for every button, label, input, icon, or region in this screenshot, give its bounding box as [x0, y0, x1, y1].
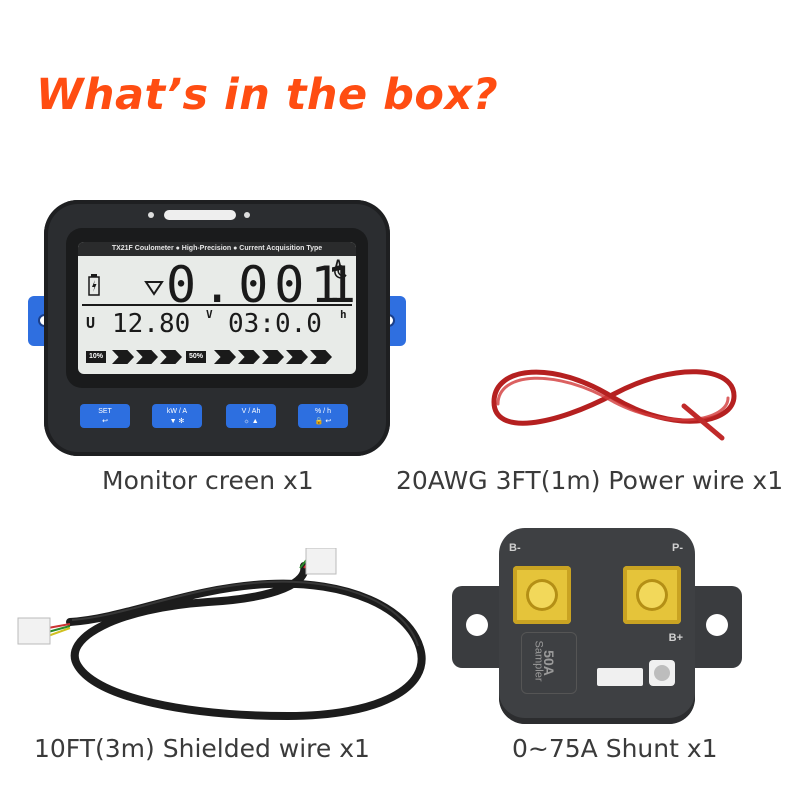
- chevron-right-icon: [310, 350, 332, 364]
- battery-icon: [88, 274, 100, 296]
- shunt-body: B- P- B+ 50A Sampler: [499, 528, 695, 724]
- sensor-connector-port: [597, 668, 643, 686]
- sensor-dot-icon: [244, 212, 250, 218]
- caption-power-wire: 20AWG 3FT(1m) Power wire x1: [396, 466, 784, 495]
- chevron-right-icon: [262, 350, 284, 364]
- monitor-shell: TX21F Coulometer ● High-Precision ● Curr…: [44, 200, 390, 456]
- bolt-icon: [526, 579, 558, 611]
- connector-right: [299, 548, 337, 575]
- light-sensor-bar: [164, 210, 236, 220]
- bolt-icon: [636, 579, 668, 611]
- pct-low-label: 10%: [86, 351, 107, 363]
- page-title: What’s in the box?: [36, 70, 499, 120]
- chevron-right-icon: [238, 350, 260, 364]
- terminal-bminus: [513, 566, 571, 624]
- bplus-screw-block: [649, 660, 675, 686]
- shunt-device: B- P- B+ 50A Sampler: [452, 528, 742, 728]
- model-header: TX21F Coulometer ● High-Precision ● Curr…: [78, 242, 356, 256]
- caption-monitor: Monitor creen x1: [102, 466, 314, 495]
- power-wire-image: [491, 369, 737, 441]
- chevron-right-icon: [136, 350, 158, 364]
- voltage-readout: 12.80: [112, 309, 191, 339]
- capacity-bar: 10% 50%: [86, 350, 348, 366]
- caption-shunt: 0~75A Shunt x1: [512, 734, 718, 763]
- sensor-dot-icon: [148, 212, 154, 218]
- sleep-moon-icon: [334, 265, 347, 279]
- bplus-label: B+: [668, 632, 683, 644]
- pct-h-button-label: % / h: [315, 408, 331, 415]
- voltage-label: U: [86, 314, 96, 332]
- set-button[interactable]: SET ↩: [80, 404, 130, 428]
- screen-divider: [82, 304, 352, 306]
- screw-icon: [654, 665, 670, 681]
- set-button-label: SET: [98, 408, 112, 415]
- chevron-right-icon: [214, 350, 236, 364]
- lcd-screen: TX21F Coulometer ● High-Precision ● Curr…: [78, 242, 356, 374]
- v-ah-button-sub: ☼ ▲: [243, 418, 259, 425]
- pminus-label: P-: [672, 542, 683, 554]
- v-ah-button[interactable]: V / Ah ☼ ▲: [226, 404, 276, 428]
- kw-a-button-label: kW / A: [166, 408, 188, 415]
- rating-panel: 50A Sampler: [521, 632, 577, 694]
- bminus-label: B-: [509, 542, 521, 554]
- time-unit: h: [340, 308, 347, 321]
- pct-h-button-sub: 🔒 ↩: [314, 418, 332, 425]
- chevron-right-icon: [286, 350, 308, 364]
- kw-a-button-sub: ▼ ✻: [169, 418, 185, 425]
- chevron-right-icon: [112, 350, 134, 364]
- mount-hole-icon: [706, 614, 728, 636]
- pct-mid-label: 50%: [186, 351, 207, 363]
- v-ah-button-label: V / Ah: [241, 408, 261, 415]
- monitor-device: TX21F Coulometer ● High-Precision ● Curr…: [28, 200, 406, 456]
- voltage-unit: V: [206, 308, 213, 321]
- mount-hole-icon: [466, 614, 488, 636]
- terminal-pminus: [623, 566, 681, 624]
- discharge-triangle-icon: [144, 281, 164, 296]
- kw-a-button[interactable]: kW / A ▼ ✻: [152, 404, 202, 428]
- caption-shielded-wire: 10FT(3m) Shielded wire x1: [34, 734, 370, 763]
- chevron-right-icon: [160, 350, 182, 364]
- connector-left: [17, 617, 71, 645]
- sampler-label: Sampler: [532, 640, 545, 682]
- set-button-sub: ↩: [102, 418, 108, 425]
- time-readout: 03:0.0: [228, 309, 322, 339]
- pct-h-button[interactable]: % / h 🔒 ↩: [298, 404, 348, 428]
- shielded-wire-image: [17, 548, 426, 721]
